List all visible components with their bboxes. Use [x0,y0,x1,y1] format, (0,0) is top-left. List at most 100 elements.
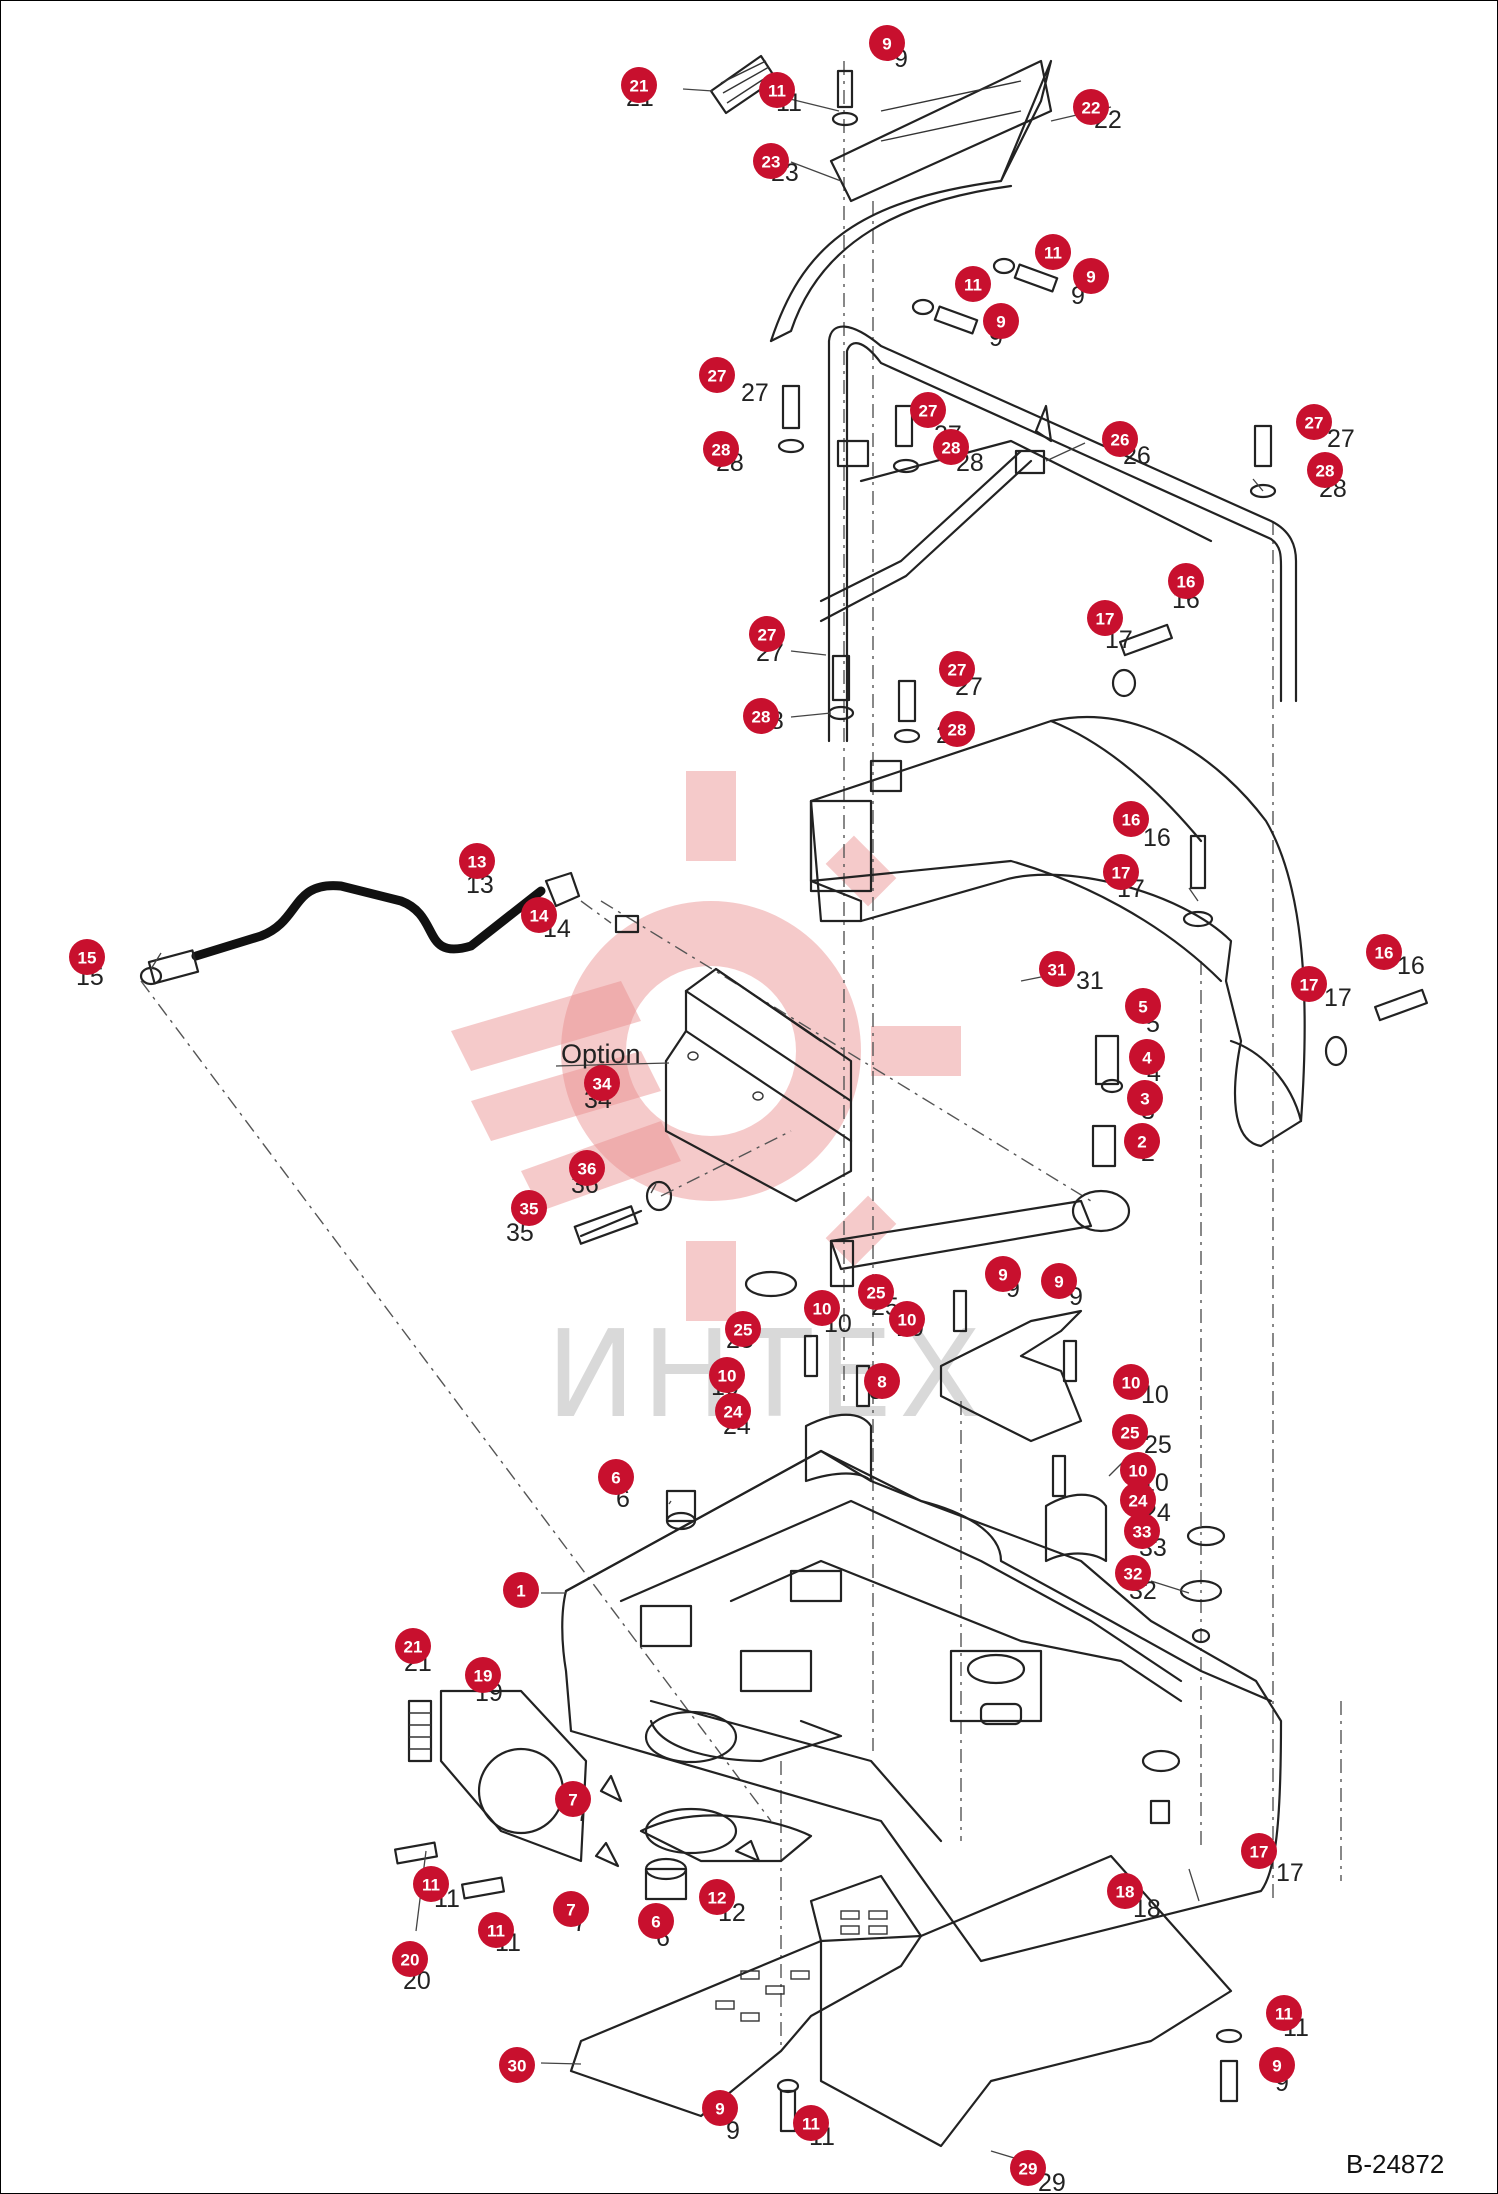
callout-circle [1127,1080,1163,1116]
callout-number: 16 [1177,573,1196,592]
callout-number: 26 [1111,431,1130,450]
callout-circle [521,897,557,933]
callout-circle [553,1891,589,1927]
callout-number: 9 [882,35,891,54]
callout-circle [1087,600,1123,636]
callout-circle [1296,404,1332,440]
callout-circle [584,1065,620,1101]
callout-badge-c62: 12 [699,1879,735,1915]
callout-circle [1107,1873,1143,1909]
callout-badge-c69: 9 [702,2090,738,2126]
callout-circle [1073,258,1109,294]
callout-number: 25 [867,1284,886,1303]
callout-circle [933,429,969,465]
part-number-text: 16 [1143,824,1171,852]
callout-number: 11 [964,276,982,295]
callout-badge-c56: 19 [465,1657,501,1693]
callout-circle [1291,966,1327,1002]
callout-number: 35 [520,1200,539,1219]
callout-badge-c59: 11 [478,1912,514,1948]
callout-number: 20 [401,1951,420,1970]
callout-circle [699,357,735,393]
callout-circle [1103,854,1139,890]
callout-circle [1307,452,1343,488]
callout-badge-c3: 11 [759,72,795,108]
callout-badge-c8: 11 [955,266,991,302]
boom-cylinder [744,1034,1131,1298]
callout-badge-c9: 9 [983,303,1019,339]
callout-number: 11 [768,82,786,101]
callout-badge-c48: 25 [1112,1414,1148,1450]
callout-number: 9 [1272,2057,1281,2076]
callout-badge-c39: 9 [985,1256,1021,1292]
callout-circle [503,1572,539,1608]
callout-circle [985,1256,1021,1292]
callout-badge-c45: 24 [715,1393,751,1429]
part-number-text: 16 [1397,952,1425,980]
callout-circle [699,1879,735,1915]
callout-circle [804,1290,840,1326]
callout-number: 16 [1375,944,1394,963]
callout-number: 15 [78,949,97,968]
callout-badge-c37: 35 [511,1190,547,1226]
callout-circle [69,939,105,975]
callout-badge-c49: 10 [1120,1452,1156,1488]
callout-badge-c33: 3 [1127,1080,1163,1116]
callout-badge-c6: 11 [1035,234,1071,270]
callout-circle [1035,234,1071,270]
callout-circle [869,25,905,61]
callout-badge-c60: 7 [553,1891,589,1927]
callout-badge-c63: 17 [1241,1833,1277,1869]
callout-number: 36 [578,1160,597,1179]
callout-circle [1113,801,1149,837]
callout-number: 7 [566,1901,575,1920]
callout-number: 17 [1112,864,1131,883]
callout-number: 27 [708,367,727,386]
counterweight-bolts [1111,623,1428,1067]
callout-number: 9 [1086,268,1095,287]
callout-number: 19 [474,1667,493,1686]
callout-number: 9 [996,313,1005,332]
callout-badge-c38: 25 [858,1274,894,1310]
callout-badge-c57: 7 [555,1781,591,1817]
callout-badge-c67: 9 [1259,2047,1295,2083]
floor-plates [569,1854,1243,2148]
callout-circle [459,843,495,879]
callout-circle [1366,934,1402,970]
frame-bolts [777,384,1277,744]
callout-circle [743,698,779,734]
callout-circle [392,1941,428,1977]
callout-badge-c55: 21 [395,1628,431,1664]
callout-badge-c22: 28 [939,711,975,747]
callout-number: 25 [1121,1424,1140,1443]
callout-number: 16 [1122,811,1141,830]
callout-number: 11 [802,2115,820,2134]
callout-badge-c13: 28 [933,429,969,465]
callout-circle [725,1311,761,1347]
callout-number: 11 [1275,2005,1293,2024]
callout-number: 11 [487,1922,505,1941]
part-number-text: 27 [741,379,769,407]
bolt-hardware [831,69,1059,335]
callout-badge-c18: 16 [1168,563,1204,599]
callout-circle [955,266,991,302]
callout-number: 10 [1122,1374,1141,1393]
upper-guard-plate [769,59,1053,343]
callout-number: 10 [813,1300,832,1319]
callout-badge-c34: 2 [1124,1123,1160,1159]
drawing-reference-code: B-24872 [1346,2149,1444,2179]
callout-badge-c31: 5 [1125,988,1161,1024]
callout-badge-c43: 25 [725,1311,761,1347]
callout-badge-c16: 28 [1307,452,1343,488]
callout-circle [983,303,1019,339]
callout-badge-c53: 6 [598,1459,634,1495]
callout-circle [1124,1513,1160,1549]
callout-badge-c35: 34 [584,1065,620,1101]
part-number-text: 31 [1076,967,1104,995]
callout-circle [889,1301,925,1337]
callout-number: 27 [758,626,777,645]
callout-number: 17 [1300,976,1319,995]
callout-circle [569,1150,605,1186]
callout-number: 9 [998,1266,1007,1285]
